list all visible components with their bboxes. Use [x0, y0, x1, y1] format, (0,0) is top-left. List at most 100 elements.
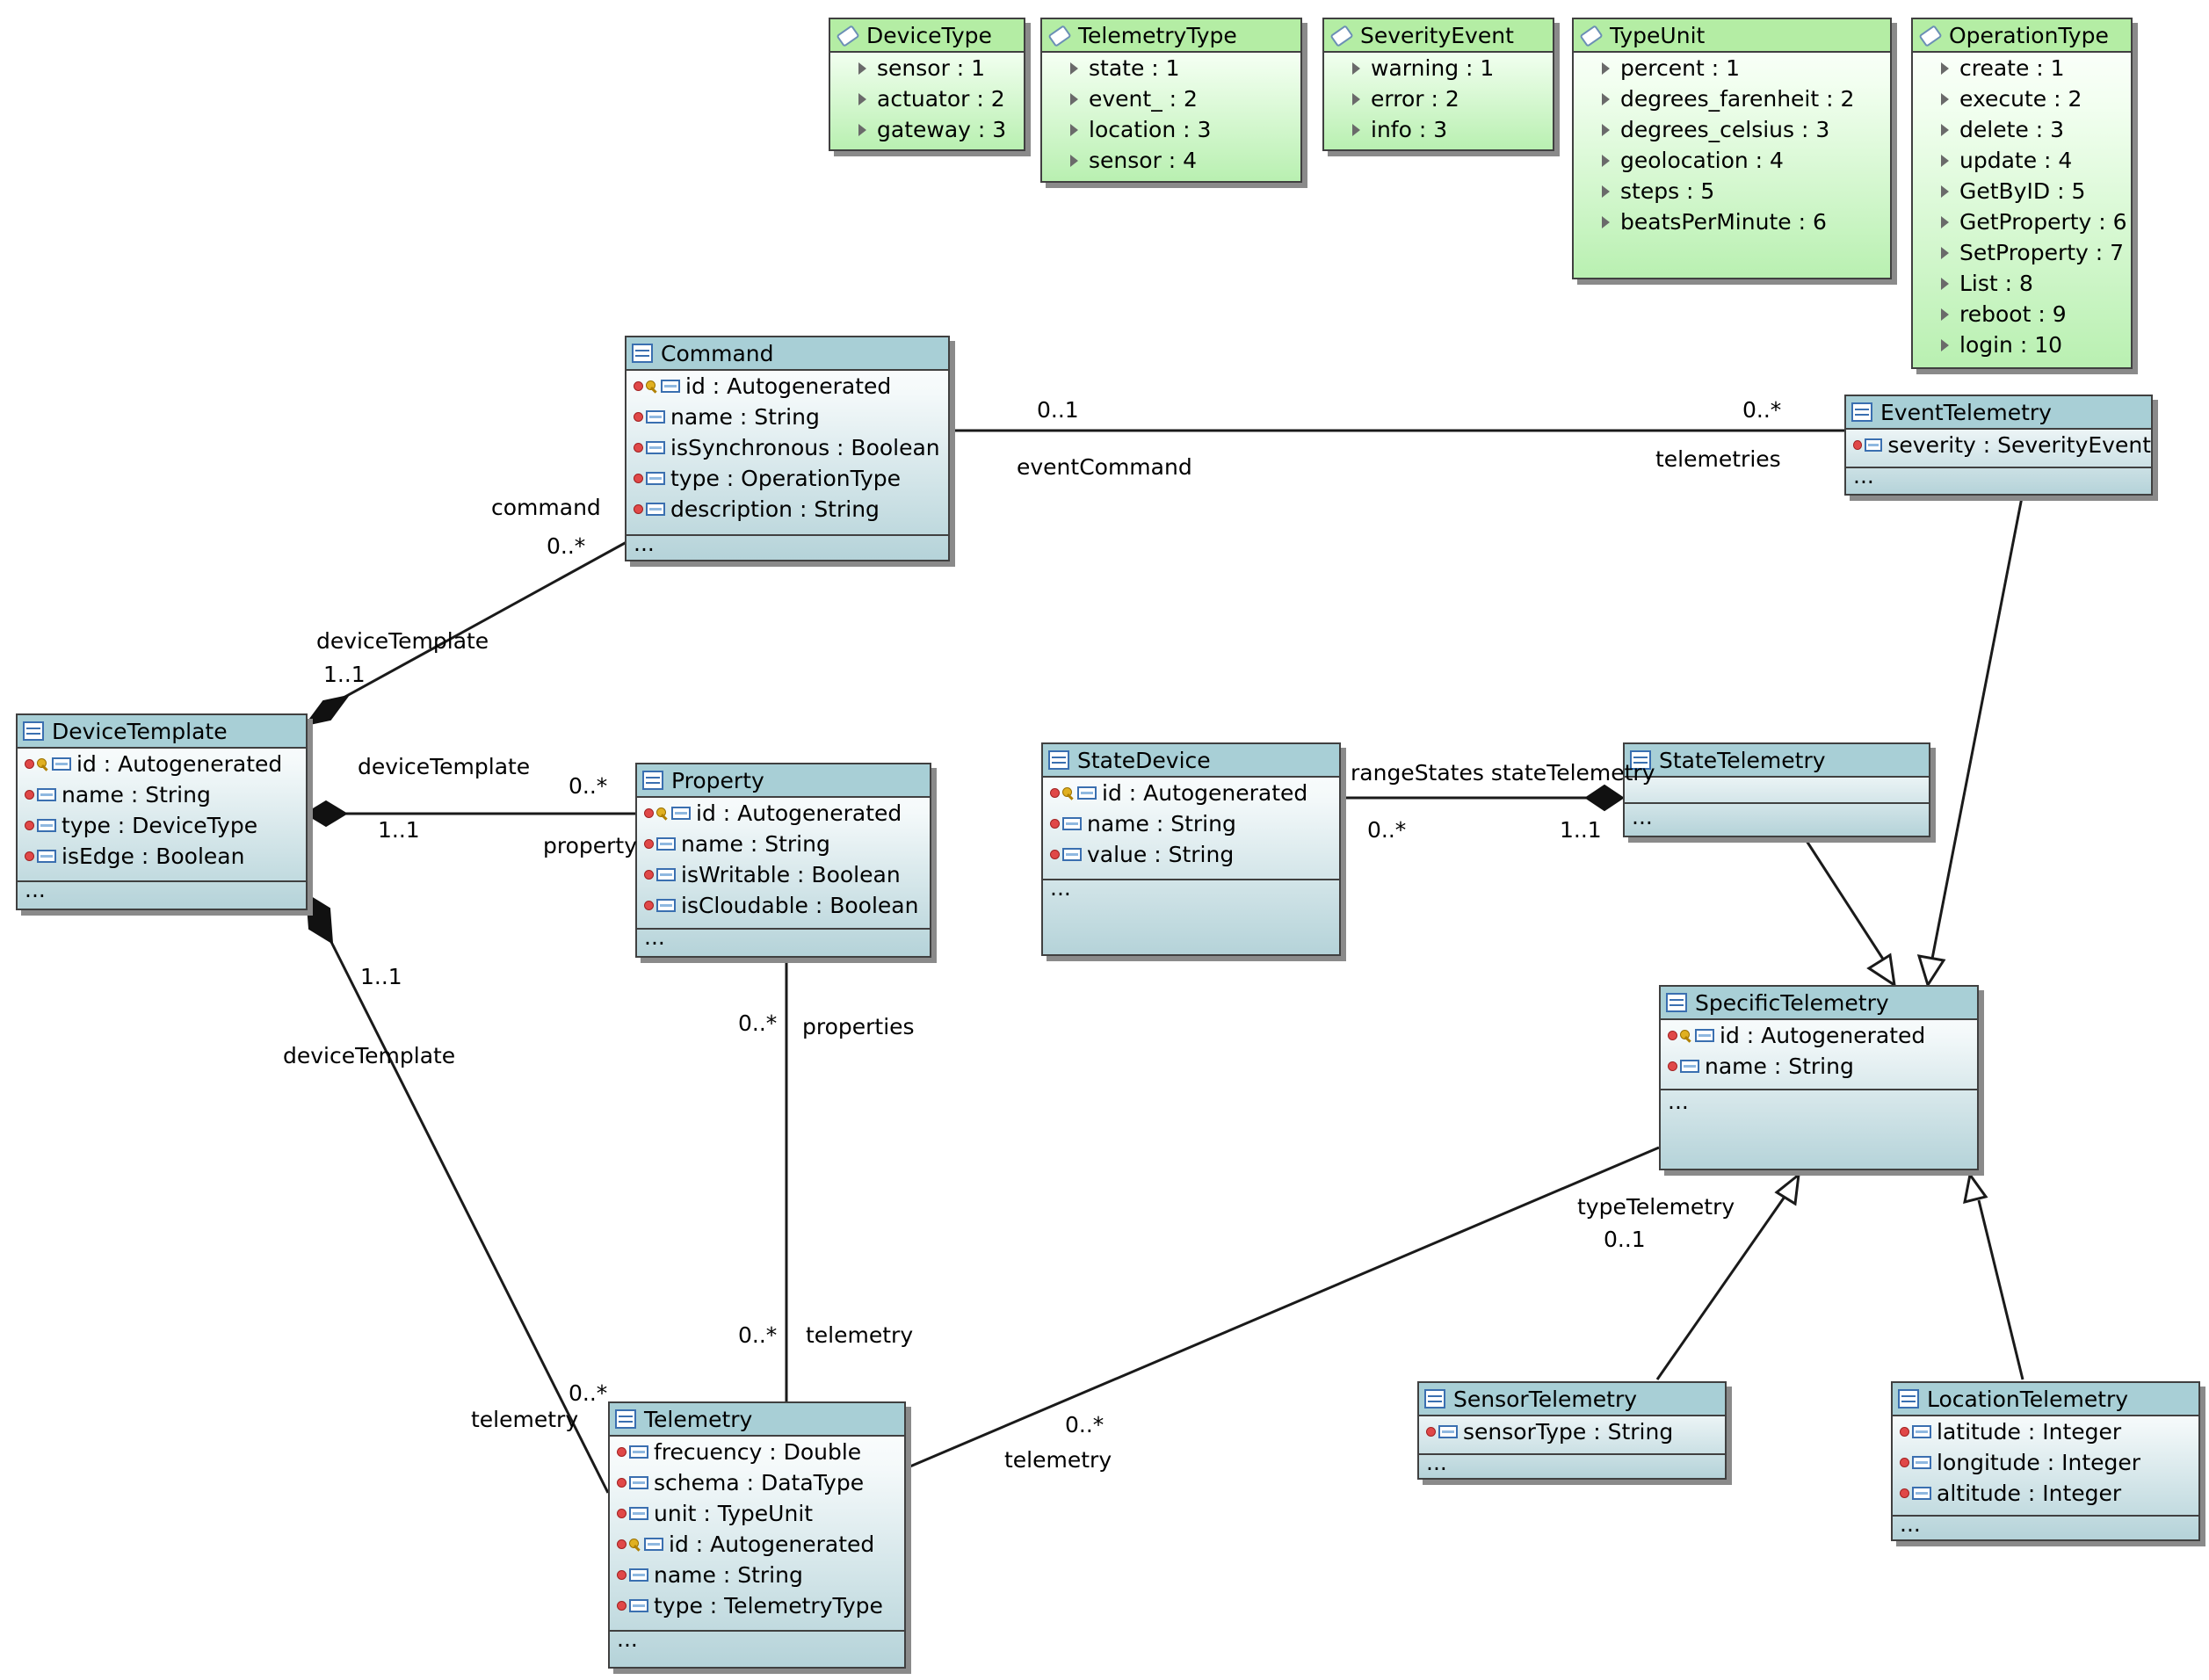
attribute-row[interactable]: id : Autogenerated	[1043, 778, 1339, 808]
enum-literal[interactable]: SetProperty : 7	[1913, 237, 2131, 268]
literal-icon	[1070, 62, 1078, 75]
visibility-icon	[617, 1478, 626, 1488]
attribute-icon	[646, 472, 665, 485]
attribute-row[interactable]: description : String	[626, 494, 948, 525]
class-command[interactable]: Command id : Autogenerated name : String…	[625, 336, 950, 561]
attribute-row[interactable]: schema : DataType	[610, 1467, 904, 1498]
class-header: SensorTelemetry	[1419, 1383, 1725, 1416]
literal-icon	[1602, 154, 1610, 167]
enum-literal[interactable]: GetProperty : 6	[1913, 206, 2131, 237]
enum-literal[interactable]: create : 1	[1913, 53, 2131, 83]
attribute-row[interactable]: isWritable : Boolean	[637, 859, 930, 890]
multiplicity-label: 0..*	[1742, 397, 1782, 423]
class-specifictelemetry[interactable]: SpecificTelemetry id : Autogenerated nam…	[1659, 985, 1979, 1170]
key-icon	[629, 1538, 641, 1551]
attribute-row[interactable]: name : String	[1043, 808, 1339, 839]
attribute-row[interactable]: name : String	[610, 1560, 904, 1590]
visibility-icon	[25, 851, 34, 861]
operation-compartment: ...	[25, 877, 46, 902]
enum-literal[interactable]: GetByID : 5	[1913, 176, 2131, 206]
multiplicity-label: 0..1	[1037, 397, 1079, 423]
enum-literal[interactable]: percent : 1	[1574, 53, 1890, 83]
class-header: Property	[637, 764, 930, 798]
attribute-row[interactable]: name : String	[626, 402, 948, 432]
attribute-row[interactable]: longitude : Integer	[1893, 1447, 2198, 1478]
enum-typeunit[interactable]: TypeUnit percent : 1 degrees_farenheit :…	[1572, 18, 1892, 279]
enum-literal[interactable]: info : 3	[1324, 114, 1553, 145]
class-locationtelemetry[interactable]: LocationTelemetry latitude : Integer lon…	[1891, 1381, 2200, 1541]
attribute-row[interactable]: latitude : Integer	[1893, 1416, 2198, 1447]
attribute-icon	[629, 1568, 648, 1582]
attribute-row[interactable]: unit : TypeUnit	[610, 1498, 904, 1529]
enum-telemetrytype[interactable]: TelemetryType state : 1 event_ : 2 locat…	[1040, 18, 1302, 183]
attribute-row[interactable]: id : Autogenerated	[637, 798, 930, 829]
attribute-icon	[1680, 1060, 1699, 1073]
attribute-row[interactable]: id : Autogenerated	[626, 371, 948, 402]
attribute-row[interactable]: value : String	[1043, 839, 1339, 870]
enum-literal[interactable]: update : 4	[1913, 145, 2131, 176]
enum-literal[interactable]: beatsPerMinute : 6	[1574, 206, 1890, 237]
attribute-row[interactable]: id : Autogenerated	[18, 749, 306, 779]
enum-literal[interactable]: state : 1	[1042, 53, 1300, 83]
class-sensortelemetry[interactable]: SensorTelemetry sensorType : String ...	[1417, 1381, 1727, 1480]
assoc-telemetry-specifictelemetry	[905, 1146, 1660, 1470]
class-telemetry[interactable]: Telemetry frecuency : Double schema : Da…	[608, 1401, 906, 1669]
attribute-row[interactable]: id : Autogenerated	[610, 1529, 904, 1560]
class-eventtelemetry[interactable]: EventTelemetry severity : SeverityEvent …	[1844, 395, 2153, 496]
operation-compartment: ...	[644, 924, 665, 950]
enum-literal[interactable]: geolocation : 4	[1574, 145, 1890, 176]
attribute-row[interactable]: name : String	[18, 779, 306, 810]
enum-literal[interactable]: List : 8	[1913, 268, 2131, 299]
attribute-icon	[629, 1445, 648, 1459]
attribute-row[interactable]: type : TelemetryType	[610, 1590, 904, 1621]
attribute-row[interactable]: type : DeviceType	[18, 810, 306, 841]
attribute-row[interactable]: isSynchronous : Boolean	[626, 432, 948, 463]
enum-literal[interactable]: reboot : 9	[1913, 299, 2131, 329]
literal-icon	[1070, 154, 1078, 167]
enum-header: DeviceType	[830, 19, 1024, 53]
enum-literal[interactable]: location : 3	[1042, 114, 1300, 145]
attribute-row[interactable]: isEdge : Boolean	[18, 841, 306, 872]
enum-literal[interactable]: delete : 3	[1913, 114, 2131, 145]
class-devicetemplate[interactable]: DeviceTemplate id : Autogenerated name :…	[16, 713, 308, 910]
class-header: Command	[626, 337, 948, 371]
attribute-row[interactable]: name : String	[1661, 1051, 1977, 1082]
enum-literal[interactable]: actuator : 2	[830, 83, 1024, 114]
enum-header: TelemetryType	[1042, 19, 1300, 53]
visibility-icon	[617, 1509, 626, 1518]
attribute-row[interactable]: name : String	[637, 829, 930, 859]
enum-operationtype[interactable]: OperationType create : 1 execute : 2 del…	[1911, 18, 2133, 369]
attribute-row[interactable]: sensorType : String	[1419, 1416, 1725, 1447]
class-icon	[1851, 402, 1872, 422]
attribute-row[interactable]: altitude : Integer	[1893, 1478, 2198, 1509]
enum-literal[interactable]: sensor : 4	[1042, 145, 1300, 176]
attribute-row[interactable]: isCloudable : Boolean	[637, 890, 930, 921]
class-property[interactable]: Property id : Autogenerated name : Strin…	[635, 763, 931, 958]
class-statetelemetry[interactable]: StateTelemetry ...	[1623, 742, 1930, 837]
enum-literal[interactable]: steps : 5	[1574, 176, 1890, 206]
attribute-row[interactable]: frecuency : Double	[610, 1437, 904, 1467]
enum-literal[interactable]: degrees_celsius : 3	[1574, 114, 1890, 145]
attribute-row[interactable]: type : OperationType	[626, 463, 948, 494]
enum-literal[interactable]: warning : 1	[1324, 53, 1553, 83]
attribute-icon	[646, 441, 665, 454]
enum-literal[interactable]: sensor : 1	[830, 53, 1024, 83]
multiplicity-label: 1..1	[360, 964, 402, 989]
composition-diamond-telemetry	[305, 893, 334, 945]
attribute-row[interactable]: id : Autogenerated	[1661, 1020, 1977, 1051]
enum-literal[interactable]: error : 2	[1324, 83, 1553, 114]
role-label: deviceTemplate	[316, 628, 489, 654]
role-label: rangeStates stateTelemetry	[1351, 760, 1655, 786]
attribute-row[interactable]: severity : SeverityEvent	[1846, 430, 2151, 460]
enum-literal[interactable]: degrees_farenheit : 2	[1574, 83, 1890, 114]
class-header: Telemetry	[610, 1403, 904, 1437]
enum-devicetype[interactable]: DeviceType sensor : 1 actuator : 2 gatew…	[829, 18, 1025, 151]
attribute-icon	[1077, 786, 1097, 800]
role-label: property	[543, 833, 638, 858]
enum-severityevent[interactable]: SeverityEvent warning : 1 error : 2 info…	[1322, 18, 1554, 151]
enum-literal[interactable]: execute : 2	[1913, 83, 2131, 114]
enum-literal[interactable]: login : 10	[1913, 329, 2131, 360]
class-statedevice[interactable]: StateDevice id : Autogenerated name : St…	[1041, 742, 1341, 956]
enum-literal[interactable]: gateway : 3	[830, 114, 1024, 145]
enum-literal[interactable]: event_ : 2	[1042, 83, 1300, 114]
